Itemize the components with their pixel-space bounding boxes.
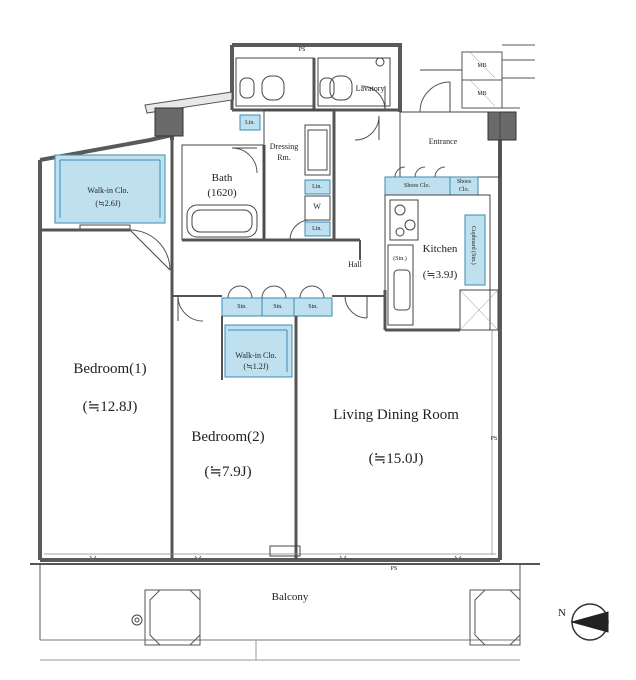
lin-1 <box>239 114 261 131</box>
exterior-walls <box>38 43 502 562</box>
column-top-right <box>487 111 517 141</box>
wic2-name: Walk-in Clo. <box>235 351 277 360</box>
toilet-room <box>235 57 315 107</box>
bedroom2-name: Bedroom(2) <box>191 429 265 445</box>
washbasin <box>304 124 331 176</box>
kitchen-area: (≒3.9J) <box>422 269 458 281</box>
wic1-area: (≒2.6J) <box>95 199 121 208</box>
bathtub <box>186 204 258 238</box>
mb-2-label: MB <box>477 91 487 97</box>
lin-2-label: Lin. <box>312 184 322 190</box>
storage-3-label: Stn. <box>308 304 318 310</box>
dressing-name: Dressing <box>269 142 299 151</box>
bath-name: Bath <box>211 172 233 184</box>
lin-3 <box>304 221 331 237</box>
ldk-name: Living Dining Room <box>333 407 459 423</box>
north-compass-icon <box>570 603 609 641</box>
balcony-area <box>30 563 540 661</box>
ps-bottom-label: PS <box>390 566 398 572</box>
storage-2-label: Stn. <box>273 304 283 310</box>
kitchen-name: Kitchen <box>422 243 458 255</box>
entrance-name: Entrance <box>428 137 458 146</box>
shoes-closet-2-label-a: Shoes <box>456 179 472 185</box>
washer-label: W <box>313 202 321 211</box>
balcony-unit-1 <box>144 589 201 646</box>
counter <box>387 244 414 326</box>
lin-3-label: Lin. <box>312 226 322 232</box>
bedroom1-name: Bedroom(1) <box>73 361 147 377</box>
ps-right-label: PS <box>490 436 498 442</box>
lin-2 <box>304 179 331 195</box>
lavatory-name: Lavatory <box>355 84 385 93</box>
sink <box>393 269 411 311</box>
walk-in-closet-2 <box>224 324 293 378</box>
wic2-area: (≒1.2J) <box>243 362 269 371</box>
dressing-name-2: Rm. <box>277 153 291 162</box>
shoes-closet-2-label-b: Clo. <box>458 187 470 193</box>
mb-1-label: MB <box>477 63 487 69</box>
wic1-name: Walk-in Clo. <box>87 186 129 195</box>
cupboard <box>464 214 486 286</box>
storage-1-label: Stn. <box>237 304 247 310</box>
hall-name: Hall <box>348 260 362 269</box>
bath-size: (1620) <box>207 187 237 199</box>
walk-in-closet-1 <box>54 154 166 224</box>
mb-box-2 <box>461 79 503 109</box>
balcony-name: Balcony <box>271 591 309 603</box>
north-label: N <box>558 607 566 619</box>
shoes-closet-label: Shoes Clo. <box>403 183 431 189</box>
bedroom2-area: (≒7.9J) <box>204 464 252 480</box>
stove <box>389 199 419 241</box>
balcony-unit-2 <box>469 589 521 646</box>
kitchen-storage-label: (Stn.) <box>393 256 407 262</box>
washer-box <box>304 195 331 221</box>
lin-1-label: Lin. <box>245 120 255 126</box>
cupboard-label: Cupboard (Stn.) <box>470 226 476 265</box>
bedroom1-area: (≒12.8J) <box>82 399 138 415</box>
column-top-left <box>154 107 184 137</box>
ldk-area: (≒15.0J) <box>368 451 424 467</box>
lavatory-room <box>317 57 391 107</box>
ps-top-label: PS <box>298 47 306 53</box>
storage-3 <box>293 297 333 317</box>
